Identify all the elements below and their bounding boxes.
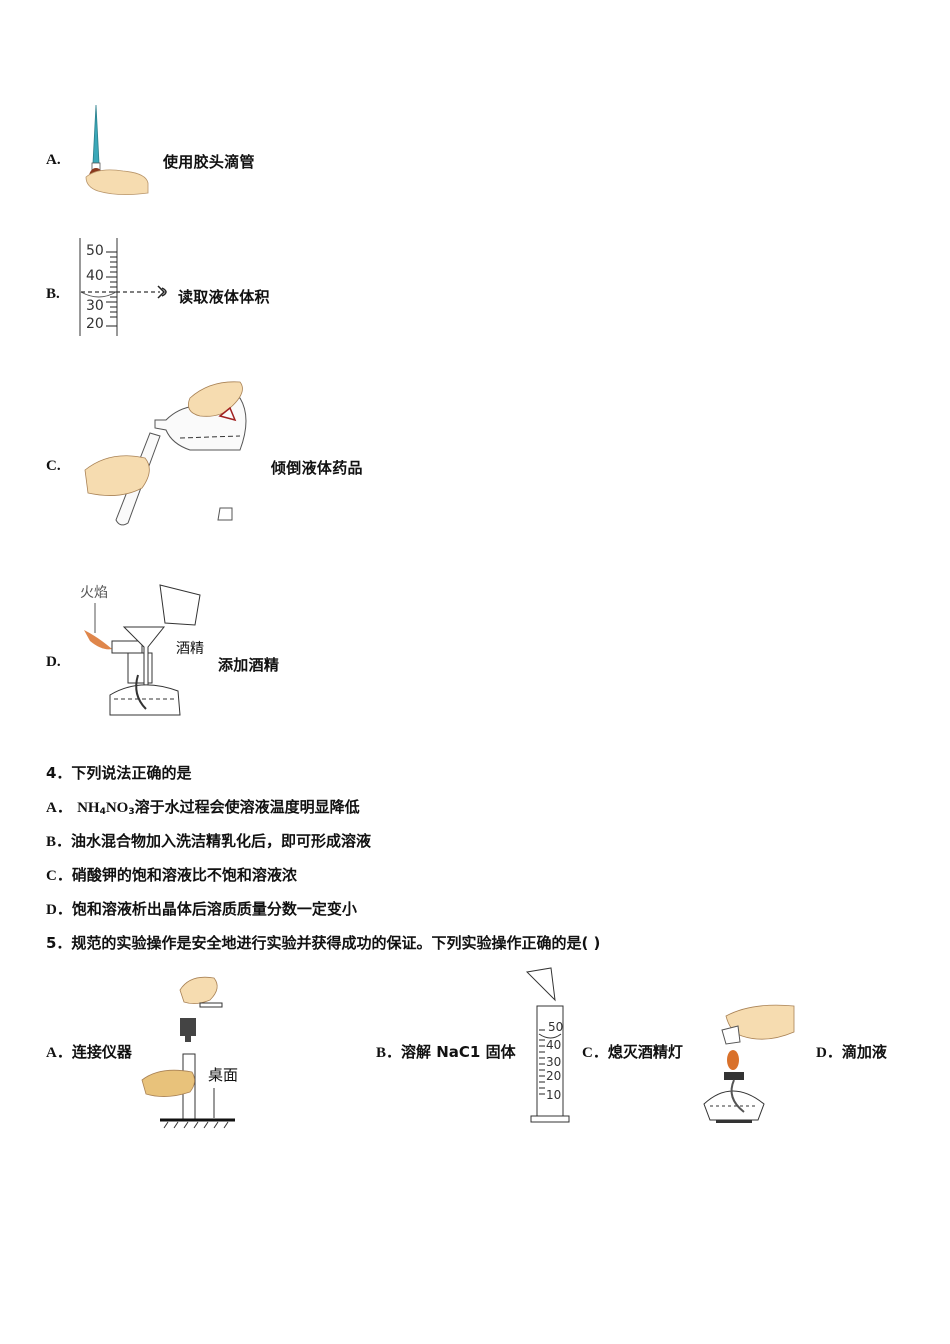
cyl-tick-40: 40: [546, 1038, 562, 1052]
dropper-hand-figure: [85, 104, 149, 195]
flame-label: 火焰: [80, 585, 108, 601]
extinguish-lamp-figure: [703, 1004, 795, 1123]
scale-tick-30: 30: [86, 298, 104, 314]
scale-tick-40: 40: [86, 268, 104, 284]
connect-apparatus-figure: [141, 976, 235, 1129]
alcohol-label: 酒精: [176, 641, 204, 657]
q3-option-d-caption: 添加酒精: [218, 656, 280, 674]
graduated-cylinder-figure: [525, 967, 570, 1123]
q5-option-d-letter: D．: [816, 1045, 842, 1061]
q5-option-c: C．熄灭酒精灯: [582, 1041, 683, 1062]
cyl-tick-10: 10: [546, 1088, 562, 1102]
q3-option-b-caption: 读取液体体积: [178, 288, 270, 306]
cyl-tick-50: 50: [548, 1020, 564, 1034]
q4-option-a-letter: A．: [46, 800, 72, 816]
q5-option-b-text: 溶解 NaC1 固体: [401, 1043, 516, 1061]
q4-option-b-text: 油水混合物加入洗洁精乳化后，即可形成溶液: [71, 832, 372, 850]
q5-option-a: A．连接仪器: [46, 1041, 132, 1062]
q4-option-c: C．硝酸钾的饱和溶液比不饱和溶液浓: [46, 864, 297, 885]
q3-option-a-caption: 使用胶头滴管: [163, 153, 255, 171]
pouring-liquid-figure: [84, 381, 247, 526]
q4-option-b: B．油水混合物加入洗洁精乳化后，即可形成溶液: [46, 830, 371, 851]
cyl-tick-20: 20: [546, 1069, 562, 1083]
formula-sub-3: 3: [128, 807, 135, 817]
q4-option-b-letter: B．: [46, 834, 72, 850]
q4-stem: 4．下列说法正确的是: [46, 764, 192, 782]
scale-tick-50: 50: [86, 243, 104, 259]
q4-option-c-text: 硝酸钾的饱和溶液比不饱和溶液浓: [71, 866, 297, 884]
q4-option-a-text: 溶于水过程会使溶液温度明显降低: [134, 798, 360, 816]
formula-no: NO: [105, 800, 129, 816]
cyl-tick-30: 30: [546, 1055, 562, 1069]
q4-option-d-letter: D．: [46, 902, 72, 918]
q5-option-d: D．滴加液: [816, 1041, 887, 1062]
q5-option-a-letter: A．: [46, 1045, 72, 1061]
q4-option-d-text: 饱和溶液析出晶体后溶质质量分数一定变小: [71, 900, 357, 918]
q4-option-d: D．饱和溶液析出晶体后溶质质量分数一定变小: [46, 898, 357, 919]
q3-option-c-letter: C.: [46, 458, 61, 474]
q3-option-d-letter: D.: [46, 654, 61, 670]
q4-option-c-letter: C．: [46, 868, 72, 884]
q3-option-a-letter: A.: [46, 152, 61, 168]
q5-option-b-letter: B．: [376, 1045, 402, 1061]
scale-tick-20: 20: [86, 316, 104, 332]
q5-option-c-text: 熄灭酒精灯: [607, 1043, 683, 1061]
q5-option-b: B．溶解 NaC1 固体: [376, 1041, 516, 1062]
q3-option-b-letter: B.: [46, 286, 60, 302]
desk-label: 桌面: [208, 1066, 239, 1084]
q5-stem: 5．规范的实验操作是安全地进行实验并获得成功的保证。下列实验操作正确的是( ): [46, 934, 601, 952]
formula-nh: NH: [77, 800, 100, 816]
q5-option-d-text: 滴加液: [841, 1043, 887, 1061]
q5-option-c-letter: C．: [582, 1045, 608, 1061]
q4-option-a: A． NH4NO3溶于水过程会使溶液温度明显降低: [46, 796, 360, 817]
q5-option-a-text: 连接仪器: [71, 1043, 132, 1061]
alcohol-lamp-refill-figure: [84, 584, 201, 716]
cylinder-scale-figure: [79, 238, 167, 336]
formula-sub-4: 4: [99, 807, 106, 817]
q3-option-c-caption: 倾倒液体药品: [271, 459, 363, 477]
